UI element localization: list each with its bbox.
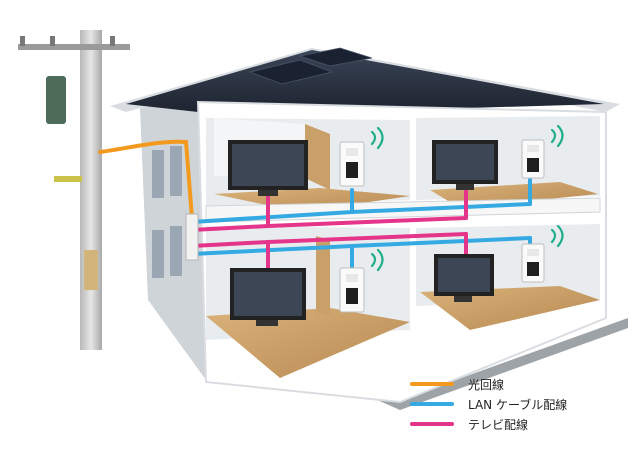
legend-swatch [410, 422, 454, 426]
tv-icon [432, 140, 498, 190]
house-side-wall [140, 96, 206, 380]
tv-icon [230, 268, 306, 326]
utility-pole-icon [18, 30, 130, 350]
legend-label: LAN ケーブル配線 [468, 397, 568, 412]
legend-label: テレビ配線 [468, 417, 529, 432]
tv-cables [190, 188, 468, 270]
solar-panel-icon [248, 47, 373, 85]
tv-icon [228, 140, 308, 196]
legend: 光回線 LAN ケーブル配線 テレビ配線 [410, 374, 630, 434]
legend-item-tv: テレビ配線 [410, 414, 630, 434]
wall-outlet-icon [339, 267, 365, 313]
legend-label: 光回線 [468, 377, 505, 392]
tv-icon [434, 254, 494, 302]
roof [110, 47, 620, 112]
lan-cables [190, 178, 532, 272]
wifi-icon [370, 124, 564, 272]
legend-item-fiber: 光回線 [410, 374, 630, 394]
distribution-box [185, 213, 199, 261]
wall-outlet-icon [339, 141, 365, 187]
wall-outlet-icon [521, 243, 545, 283]
legend-swatch [410, 402, 454, 406]
wall-outlet-icon [521, 139, 545, 179]
legend-swatch [410, 382, 454, 386]
legend-item-lan: LAN ケーブル配線 [410, 394, 630, 414]
fiber-cable [98, 139, 194, 220]
